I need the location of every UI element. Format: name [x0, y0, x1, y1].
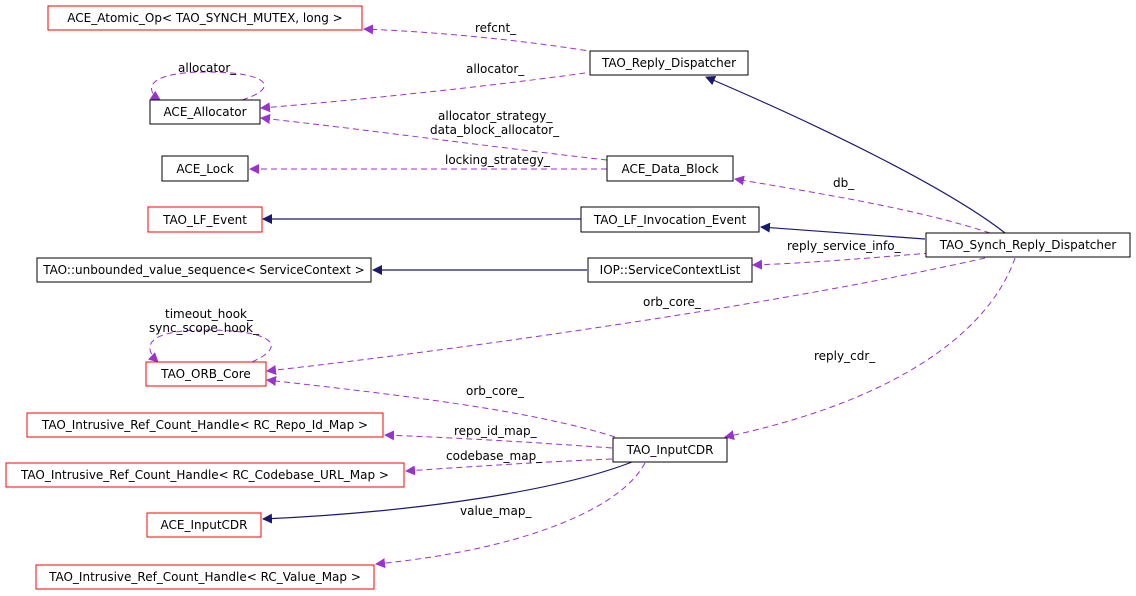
edge-label-sync-scope-hook: sync_scope_hook_ [149, 321, 260, 335]
edge-label-orb-core-bottom: orb_core_ [466, 384, 525, 398]
edge-allocator-strategy [260, 114, 608, 161]
edge-label-db: db_ [833, 176, 855, 190]
node-label-tao-input-cdr: TAO_InputCDR [626, 443, 714, 457]
edge-reply-service-info [752, 252, 931, 270]
edge-synch-to-lf-invocation-event [760, 222, 926, 240]
edge-label-timeout-hook: timeout_hook_ [165, 307, 254, 321]
edge-db [734, 175, 991, 234]
node-label-tao-unbounded-value-sequence: TAO::unbounded_value_sequence< ServiceCo… [42, 263, 364, 277]
node-label-ref-count-handle-value-map: TAO_Intrusive_Ref_Count_Handle< RC_Value… [48, 570, 361, 584]
node-tao-lf-invocation-event[interactable]: TAO_LF_Invocation_Event [580, 206, 760, 233]
node-label-ace-data-block: ACE_Data_Block [621, 162, 718, 176]
node-ace-data-block[interactable]: ACE_Data_Block [606, 155, 734, 182]
node-label-ace-allocator: ACE_Allocator [163, 105, 246, 119]
edge-orb-core-self [148, 329, 272, 363]
edge-label-allocator: allocator_ [466, 62, 525, 76]
node-tao-input-cdr[interactable]: TAO_InputCDR [612, 437, 728, 463]
node-iop-service-context-list[interactable]: IOP::ServiceContextList [587, 257, 753, 283]
node-ace-atomic-op[interactable]: ACE_Atomic_Op< TAO_SYNCH_MUTEX, long > [47, 5, 363, 31]
node-label-ref-count-handle-repo-id-map: TAO_Intrusive_Ref_Count_Handle< RC_Repo_… [41, 418, 368, 432]
node-ref-count-handle-repo-id-map[interactable]: TAO_Intrusive_Ref_Count_Handle< RC_Repo_… [26, 412, 384, 438]
node-tao-unbounded-value-sequence[interactable]: TAO::unbounded_value_sequence< ServiceCo… [36, 257, 372, 283]
node-ref-count-handle-codebase-url-map[interactable]: TAO_Intrusive_Ref_Count_Handle< RC_Codeb… [5, 462, 405, 488]
edge-synch-to-reply-dispatcher [705, 75, 1006, 234]
node-label-ace-input-cdr: ACE_InputCDR [161, 518, 248, 532]
node-label-ref-count-handle-codebase-url-map: TAO_Intrusive_Ref_Count_Handle< RC_Codeb… [20, 468, 389, 482]
edge-orb-core-top [266, 257, 986, 375]
edge-allocator-self [149, 71, 265, 101]
edge-codebase-map [405, 458, 613, 476]
edge-allocator [260, 72, 586, 113]
node-label-iop-service-context-list: IOP::ServiceContextList [600, 263, 741, 277]
node-label-ace-atomic-op: ACE_Atomic_Op< TAO_SYNCH_MUTEX, long > [67, 11, 342, 25]
edge-label-repo-id-map: repo_id_map_ [454, 424, 538, 438]
edge-label-allocator-self: allocator_ [178, 61, 237, 75]
edge-label-allocator-strategy: allocator_strategy_ [438, 109, 553, 123]
node-label-tao-reply-dispatcher: TAO_Reply_Dispatcher [601, 56, 736, 70]
edge-reply-cdr [724, 257, 1016, 441]
edge-label-reply-service-info: reply_service_info_ [787, 239, 902, 253]
edge-refcnt [363, 24, 597, 53]
edge-inputcdr-to-ace-inputcdr [262, 461, 633, 524]
edge-label-refcnt: refcnt_ [475, 21, 517, 35]
edge-repo-id-map [384, 430, 613, 449]
edge-value-map [375, 462, 646, 569]
node-label-tao-synch-reply-dispatcher: TAO_Synch_Reply_Dispatcher [939, 238, 1117, 252]
node-ref-count-handle-value-map[interactable]: TAO_Intrusive_Ref_Count_Handle< RC_Value… [35, 564, 375, 590]
node-tao-reply-dispatcher[interactable]: TAO_Reply_Dispatcher [589, 50, 749, 76]
node-tao-orb-core[interactable]: TAO_ORB_Core [145, 361, 267, 387]
node-label-tao-lf-invocation-event: TAO_LF_Invocation_Event [593, 213, 747, 227]
edge-label-locking-strategy: locking_strategy_ [445, 153, 551, 167]
edge-orb-core-bottom [266, 376, 616, 438]
node-tao-lf-event[interactable]: TAO_LF_Event [147, 206, 263, 233]
node-label-tao-orb-core: TAO_ORB_Core [160, 367, 251, 381]
node-label-ace-lock: ACE_Lock [176, 162, 233, 176]
node-ace-allocator[interactable]: ACE_Allocator [149, 99, 261, 125]
edge-label-orb-core-top: orb_core_ [643, 295, 702, 309]
edge-label-reply-cdr: reply_cdr_ [814, 349, 876, 363]
edge-label-codebase-map: codebase_map_ [446, 449, 543, 463]
edge-label-data-block-allocator: data_block_allocator_ [430, 123, 560, 137]
node-tao-synch-reply-dispatcher[interactable]: TAO_Synch_Reply_Dispatcher [925, 232, 1131, 258]
node-ace-lock[interactable]: ACE_Lock [161, 155, 249, 182]
edge-label-value-map: value_map_ [460, 504, 532, 518]
node-ace-input-cdr[interactable]: ACE_InputCDR [146, 512, 262, 538]
node-label-tao-lf-event: TAO_LF_Event [162, 213, 247, 227]
